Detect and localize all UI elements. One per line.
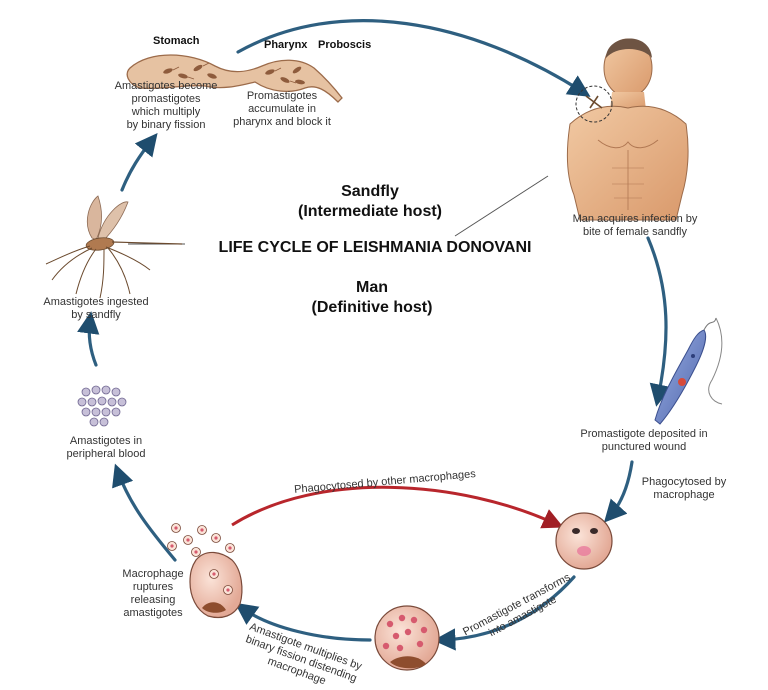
arrow-promastigote-to-macrophage bbox=[603, 460, 634, 523]
cycle-arrows bbox=[77, 19, 672, 651]
arrow-gut-to-man bbox=[236, 19, 591, 97]
macrophage-distended bbox=[374, 605, 440, 671]
sandfly-figure bbox=[45, 195, 183, 299]
man-host-heading: Man (Definitive host) bbox=[311, 279, 433, 316]
label-man-acquires-infection: Man acquires infection by bite of female… bbox=[572, 213, 698, 238]
arrow-transform-to-ruptured bbox=[234, 602, 372, 642]
blood-amastigotes bbox=[77, 385, 127, 427]
label-amastigotes-ingested: Amastigotes ingested by sandfly bbox=[43, 296, 149, 321]
sandfly-gut bbox=[126, 54, 343, 103]
pointer-line bbox=[454, 175, 549, 237]
arrow-man-to-promastigote bbox=[646, 236, 672, 407]
macrophage-ruptured bbox=[167, 523, 243, 619]
label-promastigote-deposited: Promastigote deposited in punctured woun… bbox=[580, 428, 708, 453]
label-stomach: Stomach bbox=[153, 35, 200, 47]
sandfly-host-heading: Sandfly (Intermediate host) bbox=[297, 183, 442, 220]
label-amastigotes-in-blood: Amastigotes in peripheral blood bbox=[66, 435, 146, 460]
label-macrophage-ruptures: Macrophage ruptures releasing amastigote… bbox=[122, 568, 184, 619]
label-amastigotes-become-promastigotes: Amastigotes become promastigotes which m… bbox=[114, 80, 218, 131]
arrow-phagocytosed-by-other bbox=[231, 485, 564, 529]
label-phagocytosed-by-macrophage: Phagocytosed by macrophage bbox=[641, 476, 727, 501]
label-proboscis: Proboscis bbox=[318, 39, 372, 51]
arrow-macrophage-to-transform bbox=[433, 575, 576, 651]
label-pharynx: Pharynx bbox=[264, 39, 308, 51]
label-promastigotes-accumulate: Promastigotes accumulate in pharynx and … bbox=[233, 90, 331, 128]
promastigote-figure bbox=[654, 317, 723, 425]
diagram-title: LIFE CYCLE OF LEISHMANIA DONOVANI bbox=[218, 239, 532, 256]
arrow-blood-to-sandfly bbox=[77, 311, 100, 367]
man-figure bbox=[566, 38, 689, 221]
arrow-sandfly-to-gut bbox=[120, 133, 158, 192]
arrow-ruptured-to-blood bbox=[112, 463, 177, 562]
macrophage-engulfing bbox=[555, 512, 613, 570]
